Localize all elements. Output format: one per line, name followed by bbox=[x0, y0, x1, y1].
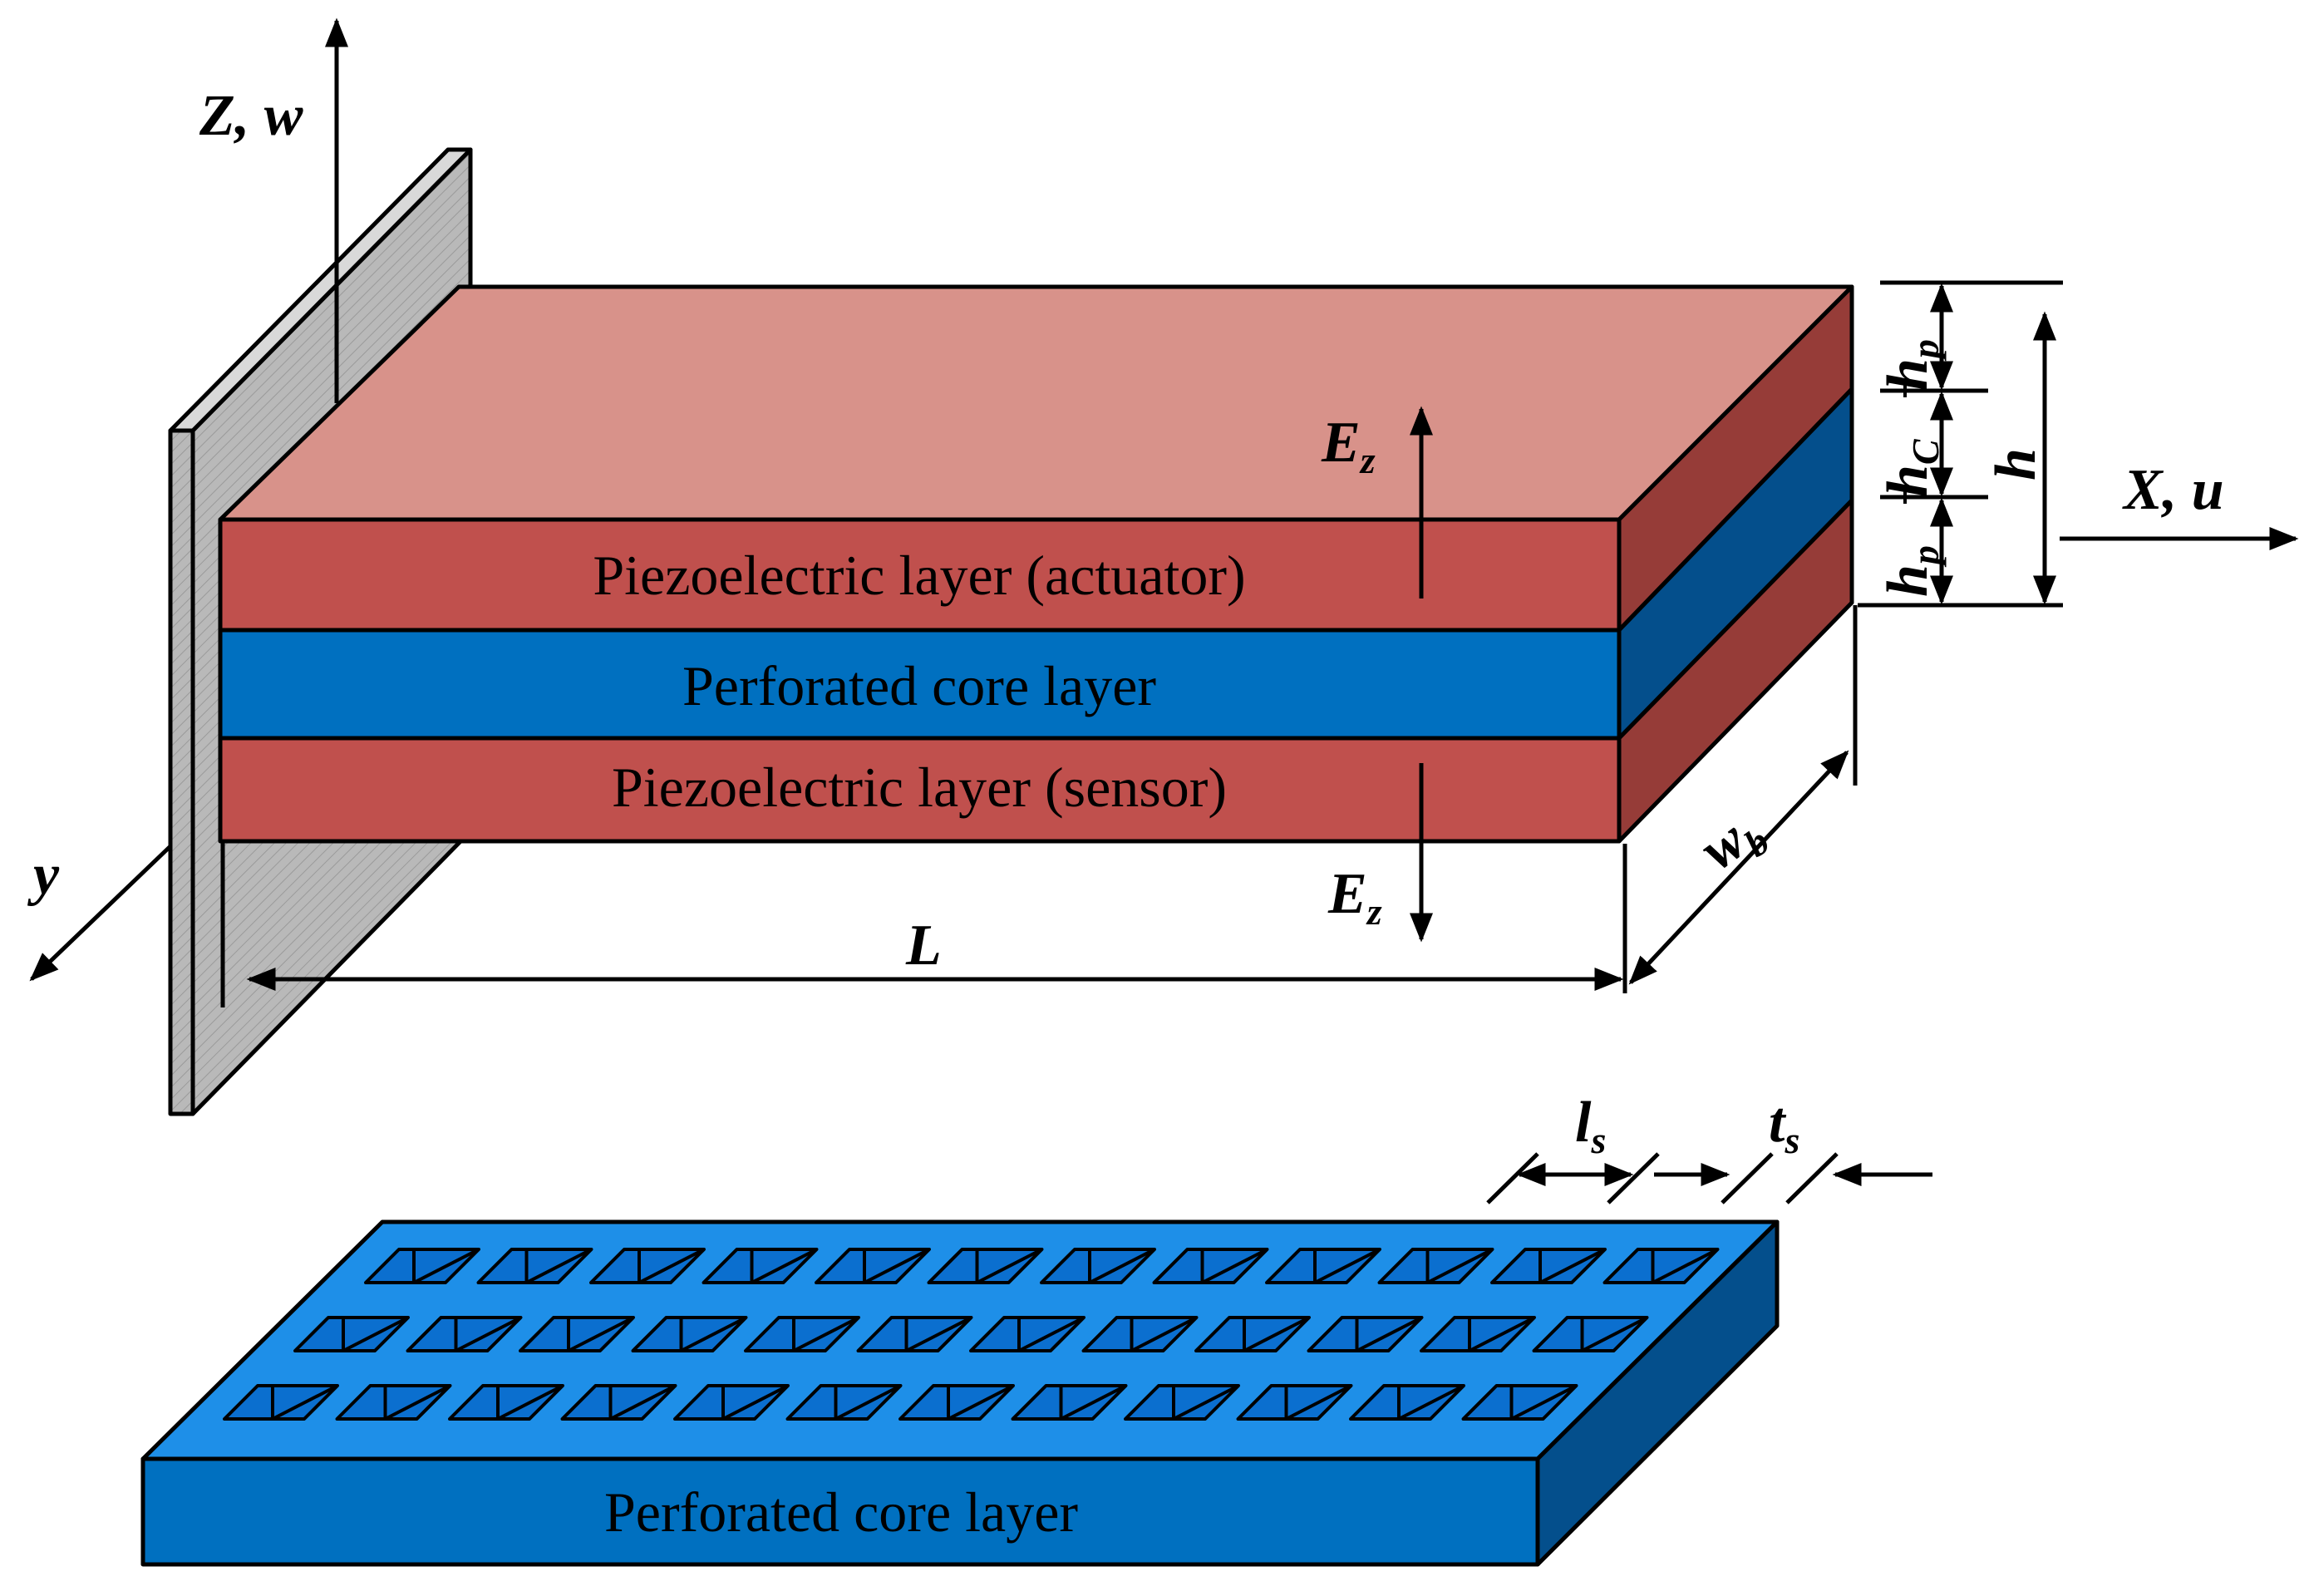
ls-label: ls bbox=[1575, 1091, 1606, 1161]
plate-front-face bbox=[140, 1456, 1540, 1567]
perforation-holes bbox=[223, 1248, 1720, 1421]
ts-label: ts bbox=[1769, 1091, 1799, 1161]
sensor-layer-label: Piezoelectric layer (sensor) bbox=[612, 756, 1227, 819]
perforation-hole bbox=[785, 1384, 903, 1421]
perforation-hole bbox=[335, 1384, 452, 1421]
perforation-hole bbox=[1490, 1248, 1607, 1284]
ts-left-tick bbox=[1721, 1152, 1774, 1204]
hc-label: hC bbox=[1876, 438, 1947, 497]
total-thickness-label: h bbox=[1984, 448, 2048, 480]
perforation-hole bbox=[744, 1316, 860, 1352]
thickness-dimensions: hp hC hp h bbox=[1858, 280, 2063, 608]
y-axis-arrow bbox=[29, 845, 172, 982]
perforation-hole bbox=[673, 1384, 790, 1421]
electric-field-bottom: Ez bbox=[1327, 763, 1433, 943]
ls-left-tick bbox=[1486, 1152, 1539, 1204]
length-dimension: L bbox=[246, 844, 1627, 993]
perforation-hole bbox=[1040, 1248, 1156, 1284]
perforation-hole bbox=[519, 1316, 635, 1352]
z-axis: Z, w bbox=[199, 17, 348, 403]
plate-label: Perforated core layer bbox=[604, 1480, 1078, 1544]
hp-bottom-label: hp bbox=[1876, 545, 1947, 597]
y-axis: y bbox=[27, 843, 172, 982]
perforation-hole bbox=[1532, 1316, 1649, 1352]
perforation-hole bbox=[856, 1316, 973, 1352]
perforation-hole bbox=[293, 1316, 410, 1352]
perforation-hole bbox=[1461, 1384, 1578, 1421]
ls-right-tick bbox=[1607, 1152, 1660, 1204]
perforation-hole bbox=[1124, 1384, 1240, 1421]
perforation-hole bbox=[1081, 1316, 1199, 1352]
actuator-top-face bbox=[218, 284, 1854, 522]
perforation-hole bbox=[1377, 1248, 1494, 1284]
electric-field-top: Ez bbox=[1321, 406, 1433, 598]
perforation-hole bbox=[406, 1316, 523, 1352]
perforation-hole bbox=[476, 1248, 593, 1284]
ez-top-label: Ez bbox=[1321, 411, 1376, 481]
width-label: wb bbox=[1689, 796, 1777, 888]
perforation-hole bbox=[589, 1248, 706, 1284]
actuator-layer bbox=[218, 517, 1622, 633]
cell-dimensions: ls ts bbox=[1486, 1091, 1932, 1204]
perforation-hole bbox=[364, 1248, 480, 1284]
perforation-hole bbox=[927, 1248, 1044, 1284]
perforation-hole bbox=[815, 1248, 931, 1284]
length-label: L bbox=[905, 914, 942, 978]
perforation-hole bbox=[1349, 1384, 1465, 1421]
perforation-hole bbox=[223, 1384, 339, 1421]
actuator-layer-label: Piezoelectric layer (actuator) bbox=[593, 544, 1245, 607]
y-axis-label: y bbox=[27, 843, 60, 907]
perforation-hole bbox=[560, 1384, 677, 1421]
perforation-hole bbox=[898, 1384, 1015, 1421]
width-arrow bbox=[1628, 750, 1849, 985]
perforation-hole bbox=[702, 1248, 819, 1284]
perforation-hole bbox=[1152, 1248, 1269, 1284]
beam: Piezoelectric layer (actuator) Perforate… bbox=[218, 284, 1854, 844]
perforation-hole bbox=[631, 1316, 748, 1352]
perforated-core-plate: Perforated core layer bbox=[140, 1219, 1780, 1567]
wall-front-edge bbox=[168, 428, 195, 1116]
hp-top-label: hp bbox=[1876, 339, 1947, 391]
core-layer-label: Perforated core layer bbox=[682, 654, 1156, 717]
sensor-layer bbox=[218, 736, 1622, 844]
perforation-hole bbox=[1236, 1384, 1353, 1421]
z-axis-label: Z, w bbox=[199, 84, 303, 148]
perforation-hole bbox=[1011, 1384, 1128, 1421]
perforation-hole bbox=[1194, 1316, 1311, 1352]
perforation-hole bbox=[1420, 1316, 1536, 1352]
perforation-hole bbox=[969, 1316, 1086, 1352]
x-axis: X, u bbox=[2060, 458, 2299, 550]
ez-bottom-label: Ez bbox=[1327, 862, 1382, 933]
perforation-hole bbox=[1602, 1248, 1720, 1284]
perforation-hole bbox=[448, 1384, 564, 1421]
perforation-hole bbox=[1265, 1248, 1381, 1284]
perforation-hole bbox=[1307, 1316, 1424, 1352]
x-axis-label: X, u bbox=[2122, 458, 2224, 522]
core-layer bbox=[218, 628, 1622, 741]
ts-right-tick bbox=[1785, 1152, 1839, 1204]
